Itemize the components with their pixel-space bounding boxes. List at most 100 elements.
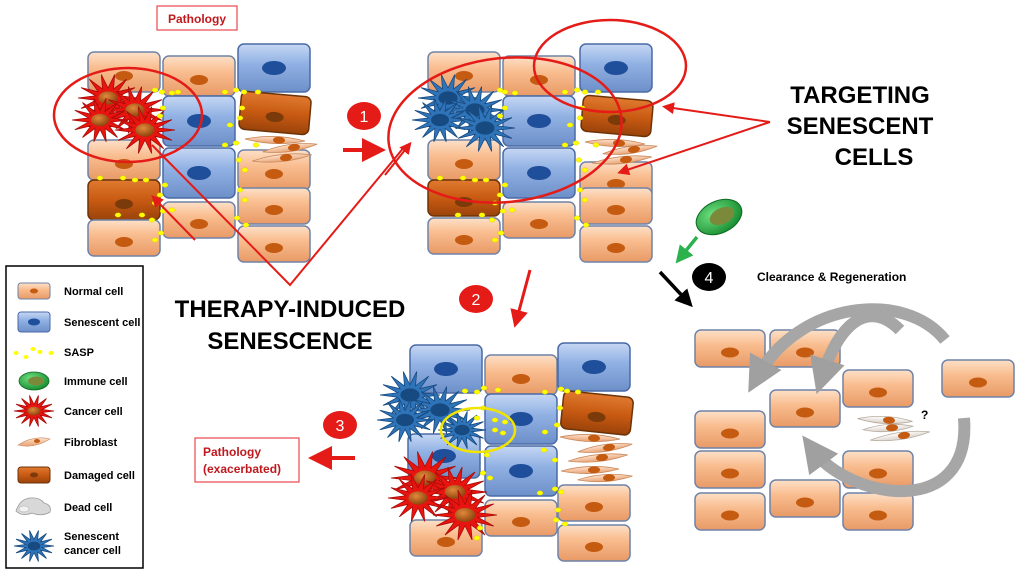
fibroblast	[262, 143, 318, 153]
clearance-regeneration-label: Clearance & Regeneration	[757, 270, 906, 284]
tissue-exacerbated	[376, 342, 634, 562]
question-mark: ?	[921, 408, 928, 422]
legend-item-cancer-cell: Cancer cell	[13, 395, 123, 427]
damaged-cell	[87, 179, 161, 221]
damaged-cell	[427, 179, 501, 217]
n-cell	[484, 499, 558, 537]
legend-label: Cancer cell	[64, 406, 123, 418]
damaged-cell	[560, 390, 634, 436]
n-cell	[557, 484, 631, 522]
n-cell	[237, 187, 311, 225]
fibroblast	[584, 139, 646, 147]
pathology-exacerbated-line2: (exacerbated)	[203, 462, 281, 476]
n-cell	[842, 492, 914, 531]
senescent-cell	[502, 147, 576, 199]
n-cell	[694, 410, 766, 449]
svg-text:1: 1	[360, 109, 369, 126]
pathology-text: Pathology	[168, 12, 226, 26]
cancer-cell	[71, 98, 129, 142]
step-badges: 1 2 3 4	[323, 102, 726, 439]
senescent-cell	[162, 95, 236, 147]
n-cell	[579, 187, 653, 225]
legend-label: Damaged cell	[64, 470, 135, 482]
cancer-cell	[114, 106, 176, 154]
n-cell	[557, 524, 631, 562]
tissue-therapy-induced	[387, 18, 688, 263]
n-cell	[579, 225, 653, 263]
targeting-title-line2: SENESCENT	[787, 113, 934, 140]
fibroblast	[560, 466, 620, 474]
regen-arrow-outer	[748, 303, 950, 393]
pathology-exacerbated-label: Pathology (exacerbated)	[194, 437, 300, 483]
legend-item-senescent-cell: Senescent cell	[17, 311, 140, 333]
legend-label: Fibroblast	[64, 437, 118, 449]
step-badge-3: 3	[323, 411, 357, 439]
therapy-induced-title-line2: SENESCENCE	[207, 328, 372, 355]
therapy-pointer-left	[151, 195, 196, 241]
pathology-exacerbated-line1: Pathology	[203, 445, 261, 459]
step2-arrow	[510, 269, 532, 328]
sasp-dots	[96, 87, 262, 243]
cancer-cell-icon	[13, 395, 55, 427]
legend-label: Senescent	[64, 531, 119, 543]
sasp-icon	[13, 347, 54, 359]
fibroblast	[568, 453, 628, 463]
n-cell	[427, 139, 501, 181]
fibroblast	[857, 415, 913, 425]
regen-arrow-bottom	[802, 417, 971, 498]
immune-arrow	[675, 235, 699, 264]
n-cell	[769, 479, 841, 518]
tissue-pathology	[52, 43, 318, 263]
senescent-cell	[579, 43, 653, 93]
n-cell	[941, 359, 1015, 398]
targeting-circle-large	[387, 56, 623, 204]
fibroblast-icon	[17, 437, 51, 447]
targeting-title-line3: CELLS	[835, 144, 914, 171]
senescent-cancer-cell	[379, 371, 441, 419]
svg-text:3: 3	[336, 418, 345, 435]
fibroblast	[602, 145, 658, 155]
legend-label: SASP	[64, 347, 94, 359]
regen-arrow-inner	[810, 310, 905, 395]
senescent-cell	[162, 147, 236, 199]
n-cell	[694, 329, 766, 368]
n-cell	[237, 225, 311, 263]
fibroblast	[577, 473, 633, 483]
n-cell	[769, 389, 841, 428]
legend-label: Immune cell	[64, 376, 128, 388]
cancer-cell	[387, 474, 449, 522]
senescent-cell-icon	[17, 311, 51, 333]
senescent-cancer-cell	[437, 411, 487, 449]
legend-item-immune-cell: Immune cell	[18, 371, 128, 391]
arrows	[151, 102, 771, 470]
dead-cell-icon	[15, 497, 51, 516]
n-cell	[502, 201, 576, 239]
n-cell	[694, 450, 766, 489]
senescent-cell	[484, 445, 558, 497]
legend-label: Senescent cell	[64, 317, 140, 329]
step-badge-4: 4	[692, 263, 726, 291]
damaged-cell	[238, 90, 312, 136]
senescent-cancer-cell-icon	[13, 530, 55, 562]
cancer-cell-glyph	[13, 395, 55, 427]
cancer-cell	[432, 489, 498, 541]
targeting-circle-small	[532, 18, 688, 114]
legend-item-sasp: SASP	[13, 347, 94, 359]
immune-cell-icon	[18, 371, 50, 391]
n-cell	[409, 519, 483, 557]
cancer-cluster-circle	[52, 66, 204, 164]
n-cell	[484, 354, 558, 396]
legend-label: Normal cell	[64, 286, 123, 298]
targeting-pointer-top	[662, 102, 771, 123]
svg-text:4: 4	[705, 270, 714, 287]
senescent-cancer-cell-glyph	[13, 530, 55, 562]
targeting-pointer-bottom	[617, 121, 771, 176]
legend-item-normal-cell: Normal cell	[17, 282, 123, 300]
fibroblast	[244, 136, 306, 144]
sasp-dots	[461, 385, 582, 541]
therapy-pointer-lines	[151, 144, 406, 287]
senescent-cancer-cell	[376, 398, 434, 442]
senescent-cancer-cell	[411, 98, 469, 142]
